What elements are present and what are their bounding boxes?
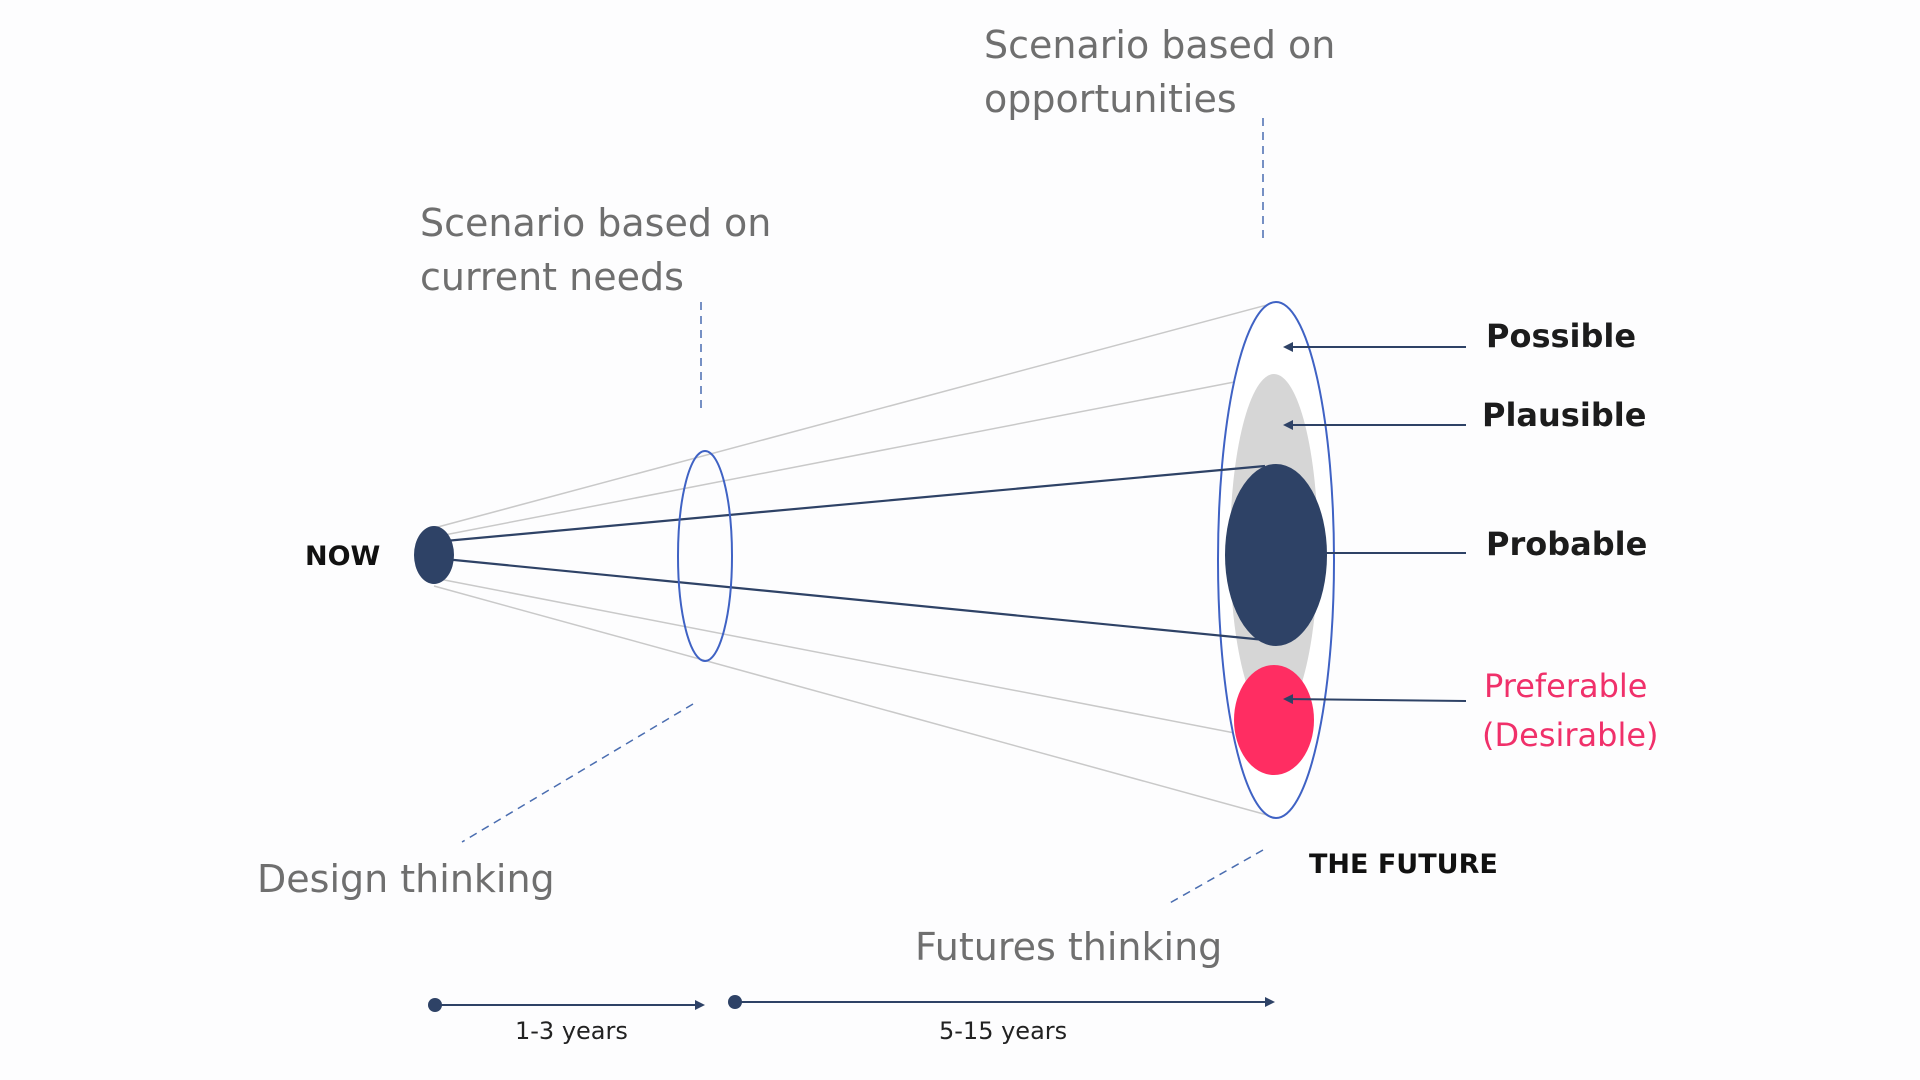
probable-ellipse <box>1225 464 1327 646</box>
dashed-connectors <box>461 118 1264 905</box>
preferable-ellipse <box>1234 665 1314 775</box>
label-preferable-2: (Desirable) <box>1482 716 1659 754</box>
label-probable: Probable <box>1486 525 1647 563</box>
arrow-preferable <box>1283 694 1467 705</box>
label-scenario-current-1: Scenario based on <box>420 201 771 245</box>
label-design-thinking: Design thinking <box>257 857 555 901</box>
label-futures-thinking: Futures thinking <box>915 925 1222 969</box>
label-timeline-short: 1-3 years <box>515 1017 628 1045</box>
label-plausible: Plausible <box>1482 396 1646 434</box>
label-the-future: THE FUTURE <box>1309 849 1498 880</box>
now-dot <box>414 526 454 584</box>
dashed-line-futures-thinking <box>1167 849 1264 905</box>
probable-line-bottom <box>433 556 1266 642</box>
label-now: NOW <box>305 541 380 572</box>
cone-line-upper <box>433 377 1256 538</box>
dashed-line-design-thinking <box>461 703 694 843</box>
timeline <box>428 995 1275 1012</box>
probable-lines <box>433 464 1266 642</box>
label-timeline-long: 5-15 years <box>939 1017 1067 1045</box>
near-term-ellipse <box>677 450 733 662</box>
label-scenario-current-2: current needs <box>420 255 684 299</box>
cone-line-bottom <box>433 585 1279 819</box>
label-preferable-1: Preferable <box>1484 667 1647 705</box>
cone-line-top <box>433 301 1279 529</box>
label-scenario-opportunities-1: Scenario based on <box>984 23 1335 67</box>
cone-outer-lines <box>433 301 1279 819</box>
probable-line-top <box>433 464 1266 544</box>
label-possible: Possible <box>1486 317 1636 355</box>
label-scenario-opportunities-2: opportunities <box>984 77 1237 121</box>
pointer-arrows <box>1283 342 1467 705</box>
cone-line-lower <box>433 577 1246 736</box>
